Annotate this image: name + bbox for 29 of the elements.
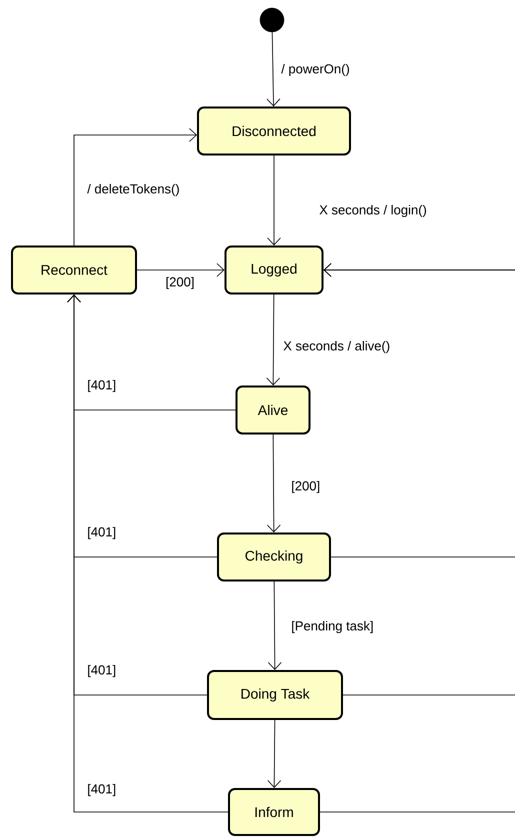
state-box: Inform <box>228 788 320 836</box>
transition-arrow <box>267 155 281 246</box>
edge-label: [200] <box>290 480 322 494</box>
edge-label: [401] <box>86 664 118 678</box>
initial-state-dot <box>260 8 284 32</box>
transition-arrow <box>320 263 515 812</box>
edge-label: / deleteTokens() <box>86 182 181 198</box>
edge-label: X seconds / login() <box>318 204 428 218</box>
state-box: Alive <box>236 386 310 434</box>
edge-label: [200] <box>164 276 196 290</box>
state-box: Checking <box>217 532 331 582</box>
transition-arrow <box>67 294 228 812</box>
edge-label: [401] <box>86 378 118 394</box>
edge-label: / powerOn() <box>280 62 351 78</box>
transition-arrow <box>266 434 281 532</box>
transition-arrow <box>74 128 197 246</box>
state-box: Reconnect <box>11 246 137 294</box>
transition-arrow <box>267 720 282 788</box>
edge-label: [Pending task] <box>290 620 375 634</box>
edge-label: [401] <box>86 782 118 798</box>
edge-label: [401] <box>86 526 118 540</box>
state-box: Logged <box>224 246 324 294</box>
transition-arrow <box>136 263 224 277</box>
transition-arrow <box>268 581 282 670</box>
state-box: Doing Task <box>207 670 343 720</box>
edge-label: X seconds / alive() <box>282 340 392 354</box>
state-box: Disconnected <box>197 106 351 156</box>
transition-arrow <box>266 32 280 106</box>
transition-arrow <box>266 294 280 386</box>
